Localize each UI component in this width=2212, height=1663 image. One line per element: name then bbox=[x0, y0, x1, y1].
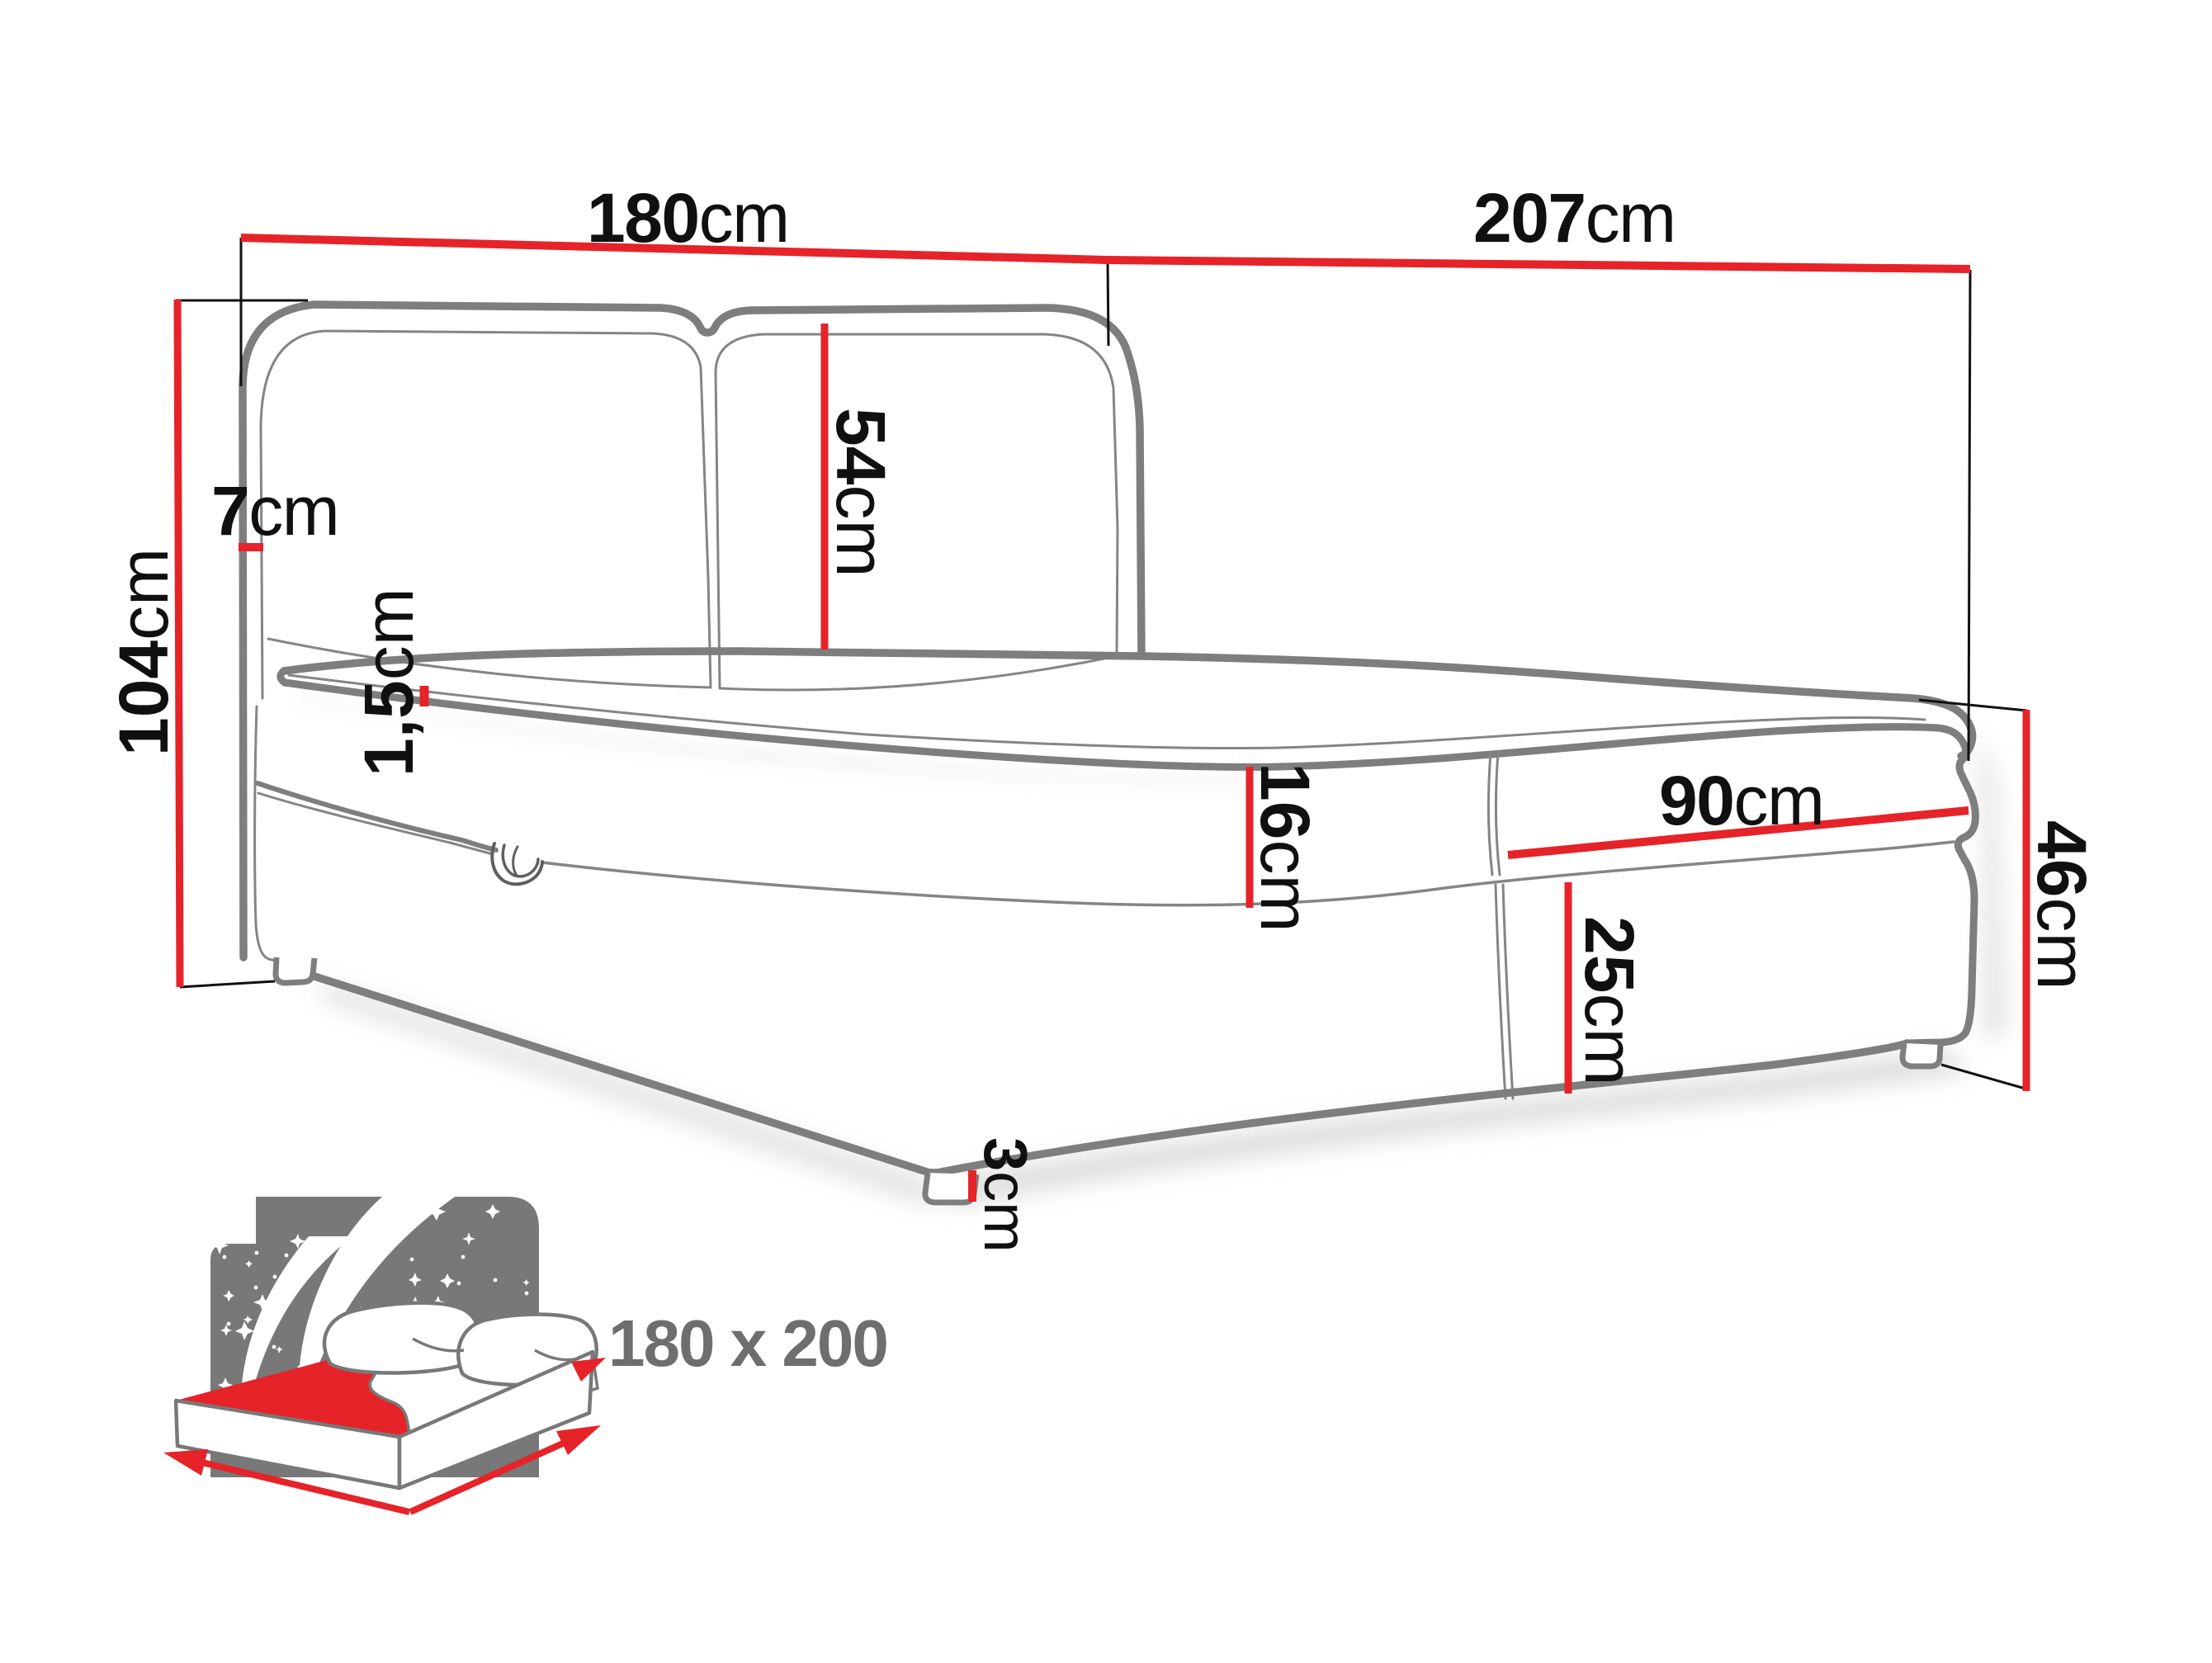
svg-text:1,5cm: 1,5cm bbox=[350, 588, 428, 777]
svg-text:16cm: 16cm bbox=[1246, 763, 1324, 932]
svg-text:180cm: 180cm bbox=[587, 179, 789, 257]
svg-text:207cm: 207cm bbox=[1473, 179, 1676, 257]
svg-text:3cm: 3cm bbox=[971, 1137, 1040, 1253]
svg-text:54cm: 54cm bbox=[822, 408, 900, 577]
svg-text:46cm: 46cm bbox=[2023, 820, 2101, 990]
svg-text:7cm: 7cm bbox=[211, 472, 338, 550]
svg-text:25cm: 25cm bbox=[1571, 916, 1648, 1085]
svg-text:180 x 200: 180 x 200 bbox=[608, 1306, 887, 1380]
svg-text:90cm: 90cm bbox=[1659, 762, 1823, 839]
svg-text:104cm: 104cm bbox=[105, 548, 182, 756]
